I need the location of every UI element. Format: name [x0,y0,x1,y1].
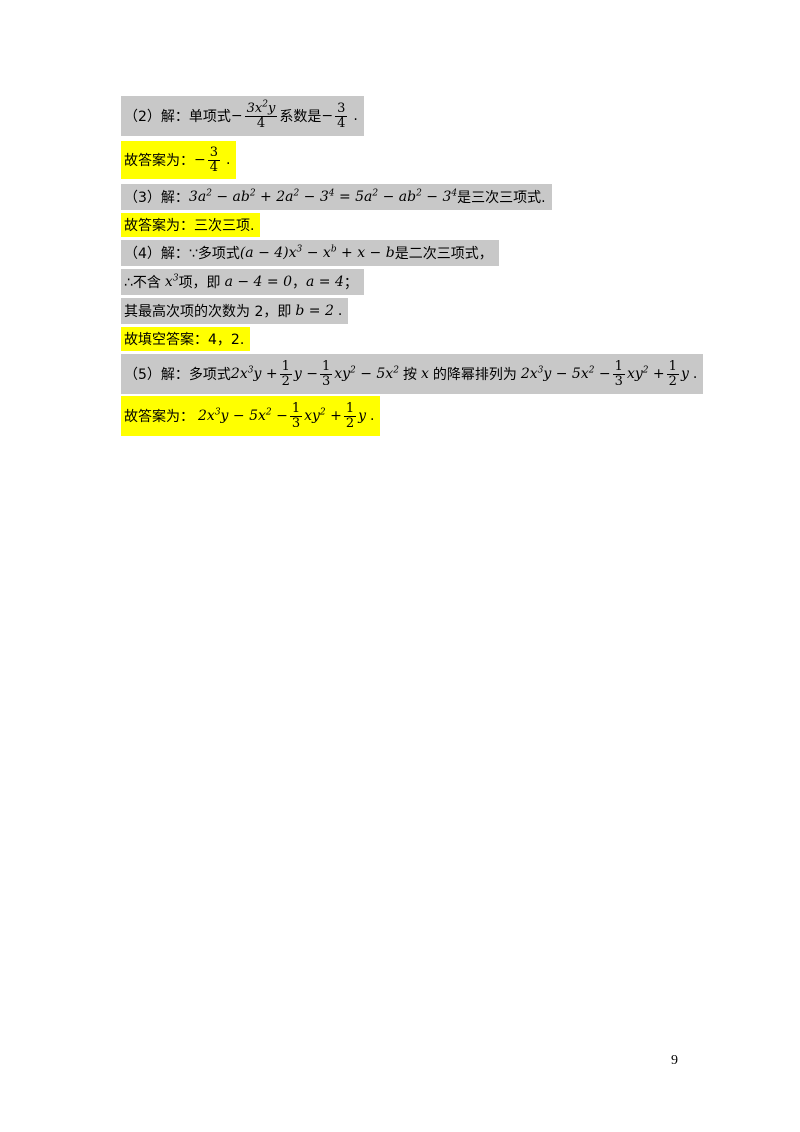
answer-2-label: 故答案为： [124,153,194,169]
fraction: 1 2 [666,358,679,389]
fraction: 1 3 [319,358,333,389]
solution-2-label: （2）解：单项式 [124,109,231,125]
answer-3-line: 故答案为：三次三项. [121,213,261,237]
solution-3-line: （3）解： 3a2 − ab2 + 2a2 − 34 = 5a2 − ab2 −… [121,184,552,210]
solution-4-line-2: ∴不含 x3 项，即 a − 4 = 0 ， a = 4 ； [121,269,364,295]
math-expression: (a − 4)x3 − xb + x − b [239,244,395,261]
answer-5-line: 故答案为： 2x3y − 5x2 − 1 3 xy2 + 1 2 y . [121,396,381,436]
solution-4-line: （4）解：∵多项式 (a − 4)x3 − xb + x − b 是二次三项式， [121,240,499,266]
answer-4-line: 故填空答案：4，2. [121,327,251,351]
fraction: 3x2y 4 [244,99,278,131]
page-number: 9 [671,1053,678,1068]
fraction: 1 3 [289,400,303,431]
fraction: 1 3 [612,358,625,389]
solution-3-label: （3）解： [124,190,189,206]
solution-5-line: （5）解：多项式 2x3y + 1 2 y − 1 3 xy2 − 5x2 按 … [121,354,704,394]
fraction: 1 2 [279,358,292,389]
math-expression: 3a2 − ab2 + 2a2 − 34 = 5a2 − ab2 − 34 [188,188,458,205]
fraction: 1 2 [343,400,357,431]
fraction: 3 4 [335,100,348,131]
answer-2-line: 故答案为： − 3 4 . [121,141,237,179]
solution-4-line-3: 其最高次项的次数为 2，即 b = 2 . [121,298,349,324]
solution-2-line: （2）解：单项式 − 3x2y 4 系数是 − 3 4 . [121,96,364,136]
fraction: 3 4 [207,144,221,175]
